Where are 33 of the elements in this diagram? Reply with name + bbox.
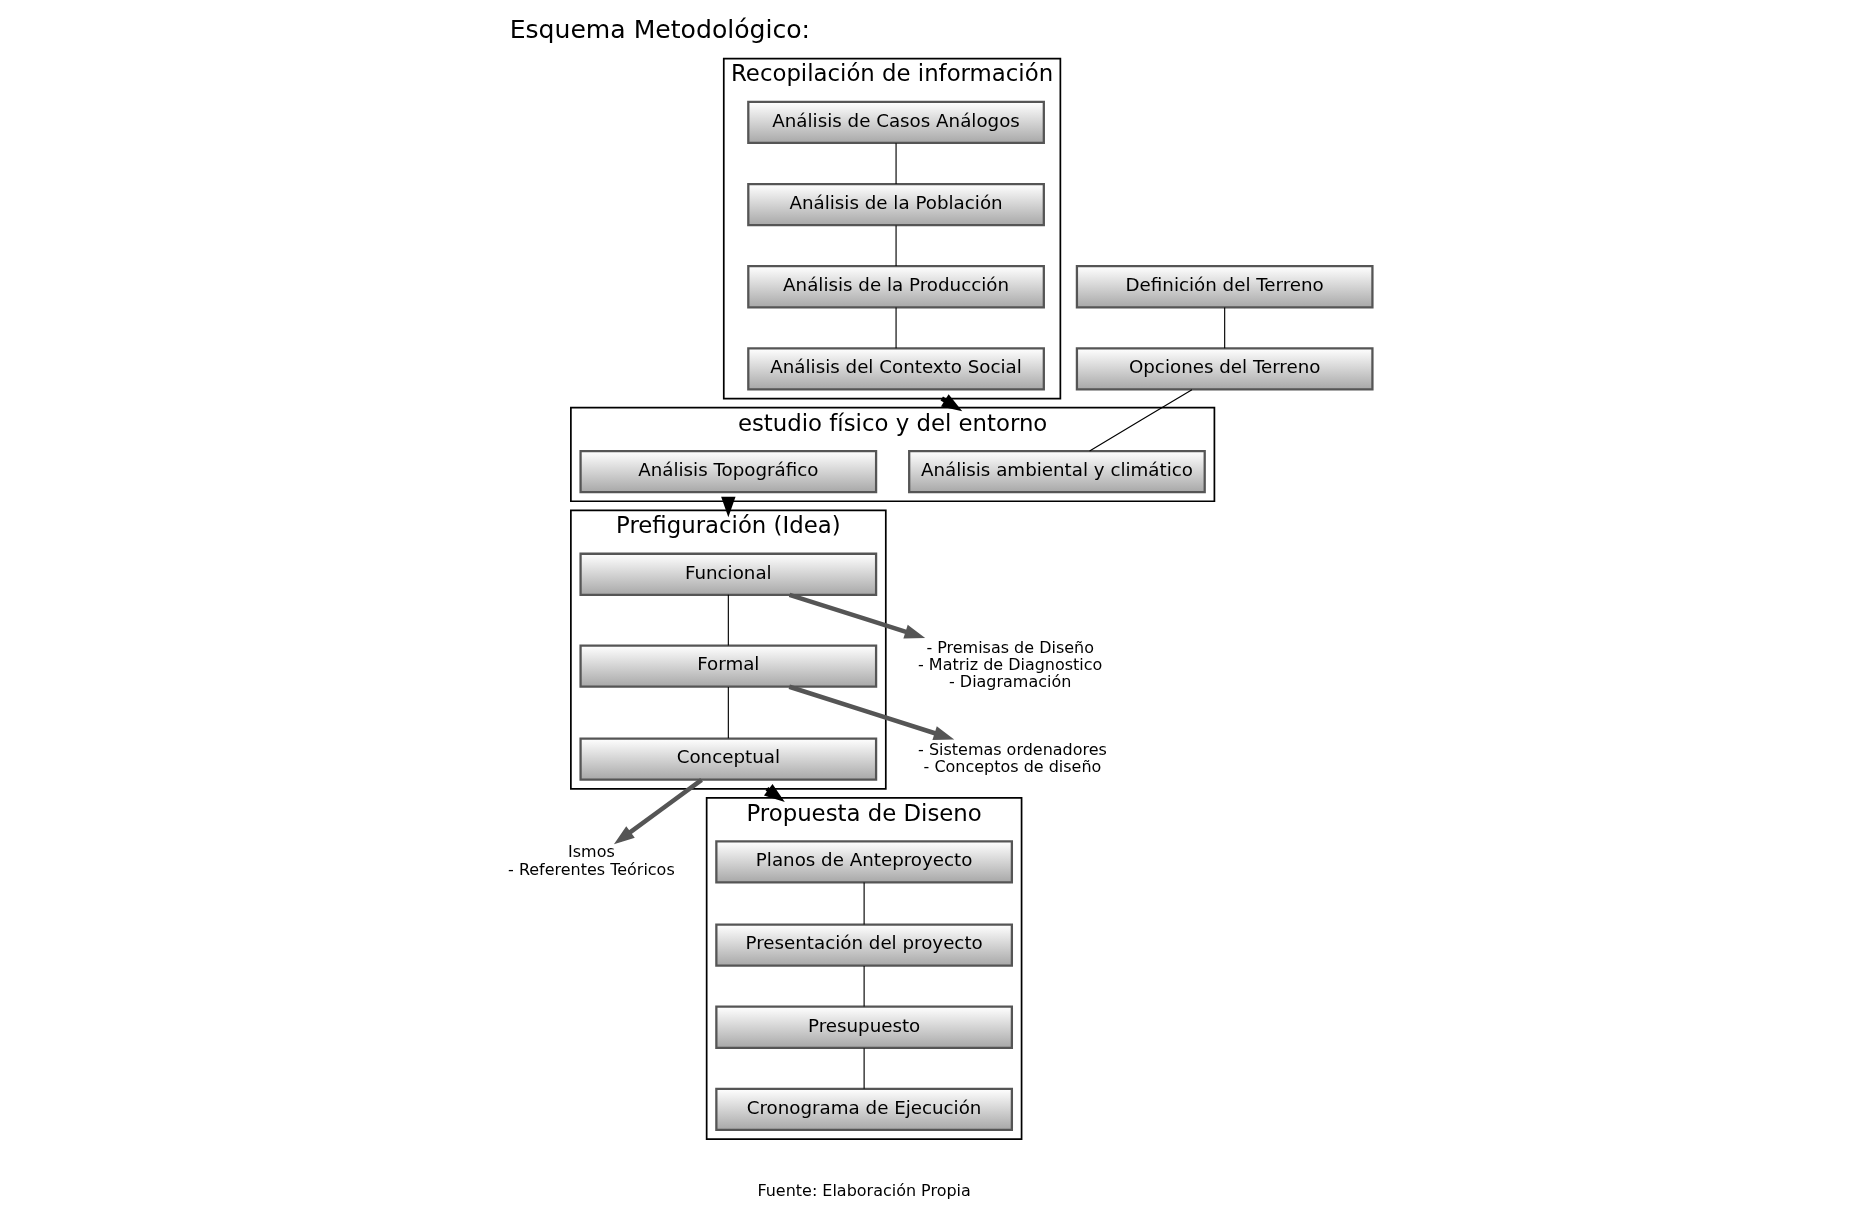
connector — [863, 965, 865, 1008]
node-box: Análisis Topográfico — [579, 449, 878, 494]
connector — [895, 307, 897, 349]
node-box: Funcional — [579, 552, 878, 596]
node-box: Formal — [579, 644, 878, 688]
connector — [863, 1047, 865, 1090]
node-box: Planos de Anteproyecto — [715, 840, 1013, 884]
node-box: Análisis del Contexto Social — [747, 347, 1045, 391]
node-box: Análisis ambiental y climático — [908, 449, 1206, 494]
connector — [863, 882, 865, 926]
node-text: - Premisas de Diseño - Matriz de Diagnostico - Diagramación — [918, 638, 1103, 692]
node-box: Opciones del Terreno — [1075, 347, 1374, 391]
node-box: Análisis de Casos Análogos — [747, 100, 1045, 145]
node-box: Conceptual — [579, 737, 878, 781]
node-box: Cronograma de Ejecución — [715, 1087, 1013, 1132]
connector — [727, 594, 729, 647]
connector — [895, 224, 897, 267]
node-box: Análisis de la Población — [747, 182, 1045, 227]
arrow — [721, 496, 736, 518]
caption: Fuente: Elaboración Propia — [757, 1180, 971, 1200]
connector — [1089, 389, 1193, 452]
diagram-title: Esquema Metodológico: — [509, 14, 811, 44]
connector — [1224, 307, 1226, 349]
arrow — [788, 684, 955, 740]
node-text: - Sistemas ordenadores - Conceptos de diseño — [918, 739, 1107, 776]
arrow — [788, 592, 926, 639]
node-box: Definición del Terreno — [1075, 265, 1374, 309]
connector — [727, 686, 729, 739]
node-box: Presupuesto — [715, 1005, 1013, 1049]
node-box: Análisis de la Producción — [747, 265, 1045, 309]
node-text: Ismos - Referentes Teóricos — [508, 842, 675, 879]
connector — [895, 142, 897, 185]
node-box: Presentación del proyecto — [715, 923, 1013, 967]
